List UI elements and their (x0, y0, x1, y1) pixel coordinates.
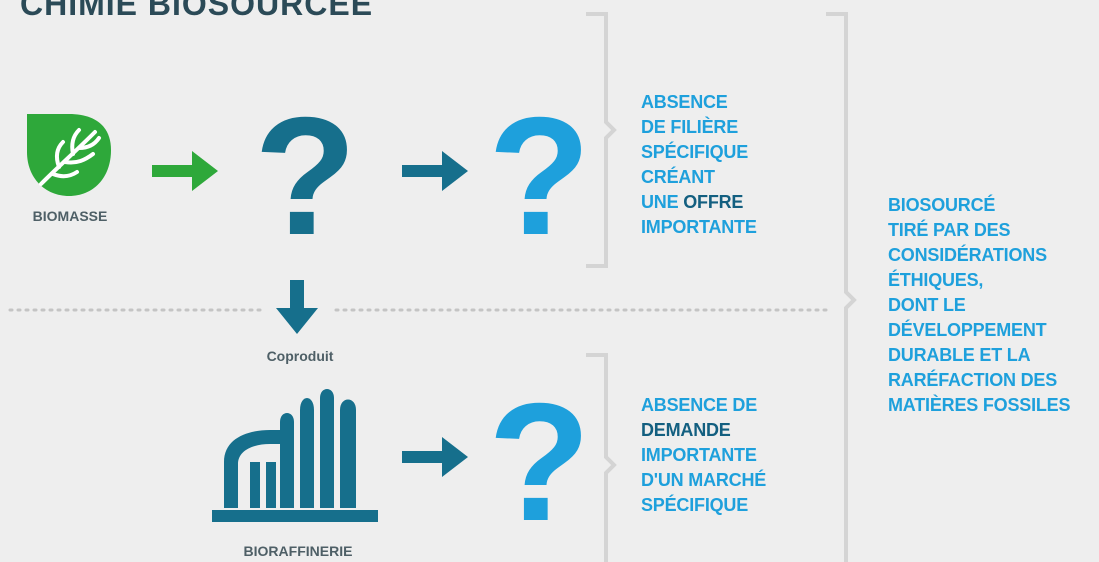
note-absence-demande: ABSENCE DE DEMANDE IMPORTANTE D'UN MARCH… (641, 395, 767, 515)
biomasse-label: BIOMASSE (32, 208, 108, 224)
bioraffinerie-label: BIORAFFINERIE (243, 543, 353, 559)
question-mark-market: ? (488, 82, 591, 270)
diagram-title: CHIMIE BIOSOURCÉE (20, 0, 374, 22)
arrow-right-green-icon (152, 151, 218, 191)
bracket-lower (586, 353, 617, 562)
question-mark-production: ? (254, 82, 357, 270)
dotted-separator (8, 308, 830, 312)
arrow-down-teal-icon (276, 280, 318, 334)
note-absence-offre: ABSENCE DE FILIÈRE SPÉCIFIQUE CRÉANT UNE… (641, 92, 757, 237)
bracket-large (826, 12, 857, 562)
leaf-icon (27, 114, 111, 196)
factory-icon (212, 389, 378, 522)
coproduit-label: Coproduit (266, 348, 334, 364)
note-conclusion: BIOSOURCÉ TIRÉ PAR DES CONSIDÉRATIONS ÉT… (888, 195, 1071, 415)
bracket-upper (586, 12, 617, 268)
arrow-right-teal-bottom-icon (402, 437, 468, 477)
arrow-right-teal-icon (402, 151, 468, 191)
brackets (586, 12, 857, 562)
question-mark-demand: ? (488, 368, 591, 556)
